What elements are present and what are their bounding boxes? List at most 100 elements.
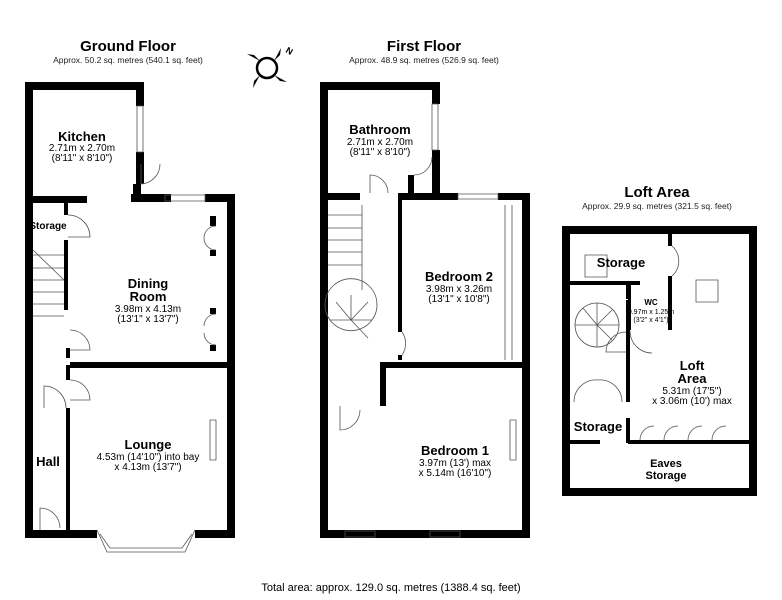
room-dims: (13'1" x 10'8") — [428, 294, 490, 305]
wall — [562, 226, 570, 496]
wall — [70, 362, 235, 368]
wall — [398, 200, 402, 332]
door-swing — [339, 406, 361, 431]
wall — [64, 203, 68, 215]
wall — [25, 82, 33, 538]
floor-area: Approx. 29.9 sq. metres (321.5 sq. feet) — [582, 201, 732, 211]
wall — [210, 250, 216, 256]
room-name: Storage — [596, 255, 646, 270]
wall — [398, 193, 458, 200]
door-swing — [629, 330, 653, 354]
wall — [562, 226, 757, 234]
door-swing — [39, 507, 61, 530]
spiral-stair — [574, 302, 620, 348]
room-dims: 4.53m (14'10") into bay — [96, 452, 200, 463]
window — [431, 103, 439, 151]
wall — [432, 82, 440, 104]
compass-north-label: N — [284, 45, 295, 57]
wall — [380, 362, 530, 368]
room-dims: 5.31m (17'5") — [662, 386, 722, 397]
room-dims: 2.71m x 2.70m — [346, 137, 414, 148]
wall — [136, 152, 144, 184]
wall — [320, 82, 328, 538]
room-name: Kitchen — [58, 129, 106, 144]
floor-title: Ground Floor — [80, 38, 176, 55]
wall — [320, 530, 530, 538]
wall — [131, 194, 171, 202]
door-swing — [69, 329, 91, 351]
floor-title: Loft Area — [624, 184, 690, 201]
floor-area: Approx. 48.9 sq. metres (526.9 sq. feet) — [349, 55, 499, 65]
window — [164, 194, 206, 202]
wall — [210, 216, 216, 226]
room-name: Storage — [573, 419, 623, 434]
wall — [570, 281, 640, 285]
room-name: Eaves — [650, 458, 682, 470]
door-swing — [605, 331, 627, 353]
floor-area: Approx. 50.2 sq. metres (540.1 sq. feet) — [53, 55, 203, 65]
wall — [626, 300, 630, 402]
window — [344, 530, 376, 538]
room-dims: 3.98m x 3.26m — [425, 284, 493, 295]
wall — [320, 193, 360, 200]
room-dims: (8'11" x 8'10") — [51, 153, 113, 164]
wall — [64, 240, 68, 310]
window — [457, 193, 499, 200]
door-swing — [401, 331, 406, 356]
room-name: Dining — [127, 276, 169, 291]
wall — [432, 150, 440, 200]
wall — [136, 82, 144, 106]
wall — [398, 355, 402, 360]
door-swing — [140, 163, 161, 185]
wall — [195, 530, 235, 538]
wall — [668, 234, 672, 246]
wall — [133, 184, 141, 202]
wall — [205, 194, 235, 202]
room-name: Bedroom 1 — [421, 443, 489, 458]
wall — [25, 82, 144, 90]
wall — [380, 362, 386, 406]
room-name: Area — [677, 371, 707, 386]
door-swing — [69, 379, 91, 401]
room-name: Lounge — [124, 437, 172, 452]
fireplace — [209, 419, 217, 461]
stairs — [328, 205, 363, 290]
room-dims: 3.98m x 4.13m — [114, 304, 182, 315]
wall — [25, 530, 97, 538]
door-swing — [67, 214, 91, 238]
skylight — [695, 279, 719, 303]
wall — [498, 193, 530, 200]
room-dims: (8'11" x 8'10") — [349, 147, 411, 158]
room-dims: 0.97m x 1.25m — [627, 309, 675, 316]
room-name: WC — [644, 298, 658, 307]
total-area: Total area: approx. 129.0 sq. metres (13… — [261, 582, 521, 594]
wall — [66, 365, 70, 380]
door-swing — [369, 174, 389, 194]
room-dims: x 4.13m (13'7") — [114, 462, 182, 473]
door-swing — [203, 225, 217, 251]
wall — [668, 276, 672, 285]
compass-icon: N — [247, 45, 295, 88]
door-swing — [203, 313, 217, 346]
wall — [562, 488, 757, 496]
door-swing — [639, 425, 727, 441]
stairs — [32, 249, 65, 317]
fixtures — [32, 103, 727, 553]
room-dims: 2.71m x 2.70m — [48, 143, 116, 154]
wall — [66, 348, 70, 358]
wall — [25, 196, 87, 203]
room-dims: (13'1" x 13'7") — [117, 314, 179, 325]
wardrobe — [504, 205, 513, 360]
room-name: Bathroom — [349, 122, 411, 137]
walls — [25, 82, 757, 538]
wall — [628, 440, 749, 444]
window — [136, 105, 144, 153]
skylight — [584, 254, 608, 278]
room-name: Room — [129, 289, 167, 304]
floor-title: First Floor — [386, 38, 462, 55]
room-name: Storage — [645, 470, 687, 482]
wall — [628, 285, 631, 330]
room-name: Loft — [679, 358, 705, 373]
room-dims: x 3.06m (10') max — [652, 396, 732, 407]
